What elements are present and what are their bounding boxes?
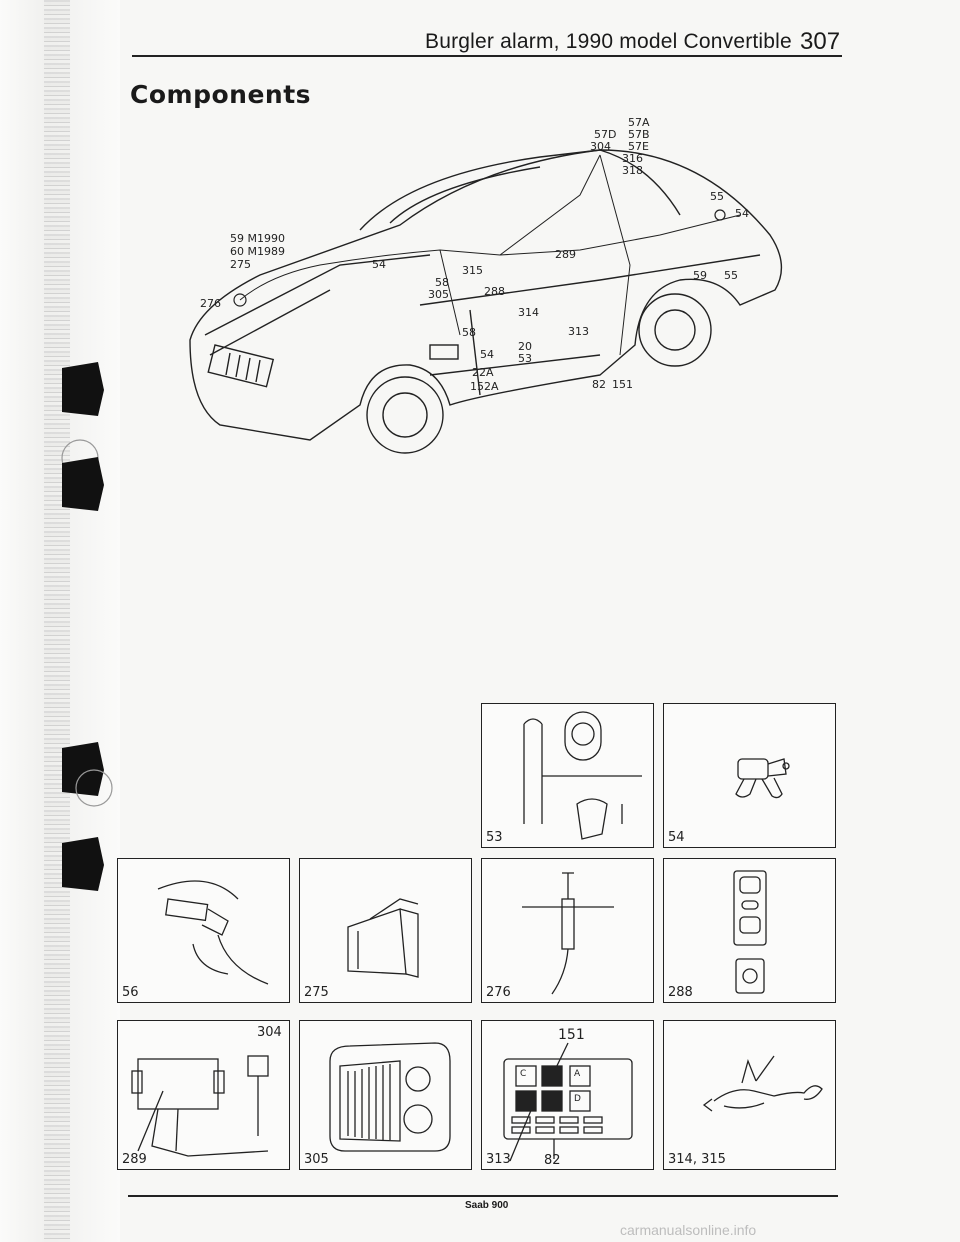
box-label-314-315: 314, 315 bbox=[668, 1152, 726, 1167]
index-tab bbox=[58, 740, 120, 800]
box-label-276: 276 bbox=[486, 985, 511, 1000]
watermark: carmanualsonline.info bbox=[620, 1222, 757, 1238]
component-box-54: 54 bbox=[663, 703, 836, 848]
callout-55-top: 55 bbox=[710, 190, 724, 203]
callout-275: 275 bbox=[230, 258, 251, 271]
fuse-label-a: A bbox=[574, 1069, 581, 1079]
callout-53: 53 bbox=[518, 352, 532, 365]
callout-54-left: 54 bbox=[372, 258, 386, 271]
callout-60: 60 M1989 bbox=[230, 245, 285, 258]
callout-151: 151 bbox=[612, 378, 633, 391]
box-313-part-151: 151 bbox=[558, 1027, 585, 1043]
component-box-275: 275 bbox=[299, 858, 472, 1003]
callout-57b: 57B bbox=[628, 128, 650, 141]
callout-288: 288 bbox=[484, 285, 505, 298]
callout-59-right: 59 bbox=[693, 269, 707, 282]
header-rule bbox=[132, 55, 842, 57]
callout-152a: 152A bbox=[470, 380, 499, 393]
callout-314: 314 bbox=[518, 306, 539, 319]
callout-22a: 22A bbox=[472, 366, 494, 379]
index-tab bbox=[58, 360, 120, 420]
callout-313: 313 bbox=[568, 325, 589, 338]
fuse-label-c: C bbox=[520, 1069, 527, 1079]
callout-315: 315 bbox=[462, 264, 483, 277]
callout-59: 59 M1990 bbox=[230, 232, 285, 245]
box-289-part-304: 304 bbox=[257, 1025, 282, 1040]
box-label-56: 56 bbox=[122, 985, 139, 1000]
box-label-53: 53 bbox=[486, 830, 503, 845]
callout-82: 82 bbox=[592, 378, 606, 391]
page-header-title: Burgler alarm, 1990 model Convertible bbox=[425, 30, 792, 53]
component-box-314-315: 314, 315 bbox=[663, 1020, 836, 1170]
section-title: Components bbox=[130, 80, 312, 109]
callout-316: 316 bbox=[622, 152, 643, 165]
footer-rule bbox=[128, 1195, 838, 1197]
callout-318: 318 bbox=[622, 164, 643, 177]
component-box-313: 151 C A D 82 313 bbox=[481, 1020, 654, 1170]
callout-289: 289 bbox=[555, 248, 576, 261]
box-label-288: 288 bbox=[668, 985, 693, 1000]
component-box-289: 304 289 bbox=[117, 1020, 290, 1170]
callout-276: 276 bbox=[200, 297, 221, 310]
box-label-54: 54 bbox=[668, 830, 685, 845]
component-box-56: 56 bbox=[117, 858, 290, 1003]
component-box-288: 288 bbox=[663, 858, 836, 1003]
box-label-289: 289 bbox=[122, 1152, 147, 1167]
callout-305: 305 bbox=[428, 288, 449, 301]
index-tab-hole bbox=[58, 760, 120, 820]
binding-edge bbox=[44, 0, 70, 1242]
component-box-276: 276 bbox=[481, 858, 654, 1003]
box-label-305: 305 bbox=[304, 1152, 329, 1167]
callout-54-bottom: 54 bbox=[480, 348, 494, 361]
footer-text: Saab 900 bbox=[465, 1200, 509, 1211]
page-number: 307 bbox=[800, 28, 841, 55]
callout-55-right: 55 bbox=[724, 269, 738, 282]
callout-58-top: 58 bbox=[435, 276, 449, 289]
callout-57a: 57A bbox=[628, 116, 650, 129]
box-label-275: 275 bbox=[304, 985, 329, 1000]
callout-58-bottom: 58 bbox=[462, 326, 476, 339]
component-box-53: 53 bbox=[481, 703, 654, 848]
car-illustration bbox=[180, 105, 800, 485]
index-tab bbox=[58, 835, 120, 895]
callout-304: 304 bbox=[590, 140, 611, 153]
index-tab bbox=[58, 455, 120, 515]
callout-57e: 57E bbox=[628, 140, 649, 153]
callout-57d: 57D bbox=[594, 128, 617, 141]
box-313-part-82: 82 bbox=[544, 1153, 561, 1168]
callout-20: 20 bbox=[518, 340, 532, 353]
box-label-313: 313 bbox=[486, 1152, 511, 1167]
component-box-305: 305 bbox=[299, 1020, 472, 1170]
callout-54-top: 54 bbox=[735, 207, 749, 220]
fuse-label-d: D bbox=[574, 1094, 581, 1104]
